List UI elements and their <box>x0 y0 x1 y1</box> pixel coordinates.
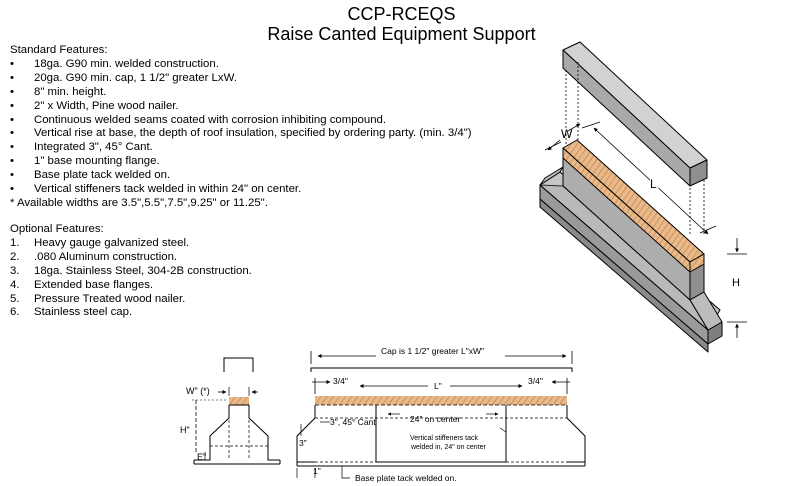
bullet-icon: • <box>10 99 14 112</box>
feature-text: 18ga. G90 min. welded construction. <box>34 57 219 70</box>
list-item: 6. Stainless steel cap. <box>10 306 252 320</box>
iso-dim-w <box>544 123 581 151</box>
iso-w-label: W <box>561 127 573 141</box>
item-number: 5. <box>10 292 20 305</box>
isometric-view <box>539 41 723 353</box>
item-number: 6. <box>10 306 20 319</box>
feature-text: 18ga. Stainless Steel, 304-2B constructi… <box>34 264 252 277</box>
list-item: • 8" min. height. <box>10 86 472 100</box>
list-item: 4. Extended base flanges. <box>10 279 252 293</box>
feature-text: Vertical stiffeners tack welded in withi… <box>34 183 302 196</box>
optional-features-list: Optional Features: 1. Heavy gauge galvani… <box>10 223 252 320</box>
feature-text: 20ga. G90 min. cap, 1 1/2" greater LxW. <box>34 71 237 84</box>
bullet-icon: • <box>10 113 14 126</box>
iso-dim-l <box>581 121 717 235</box>
list-item: • 1" base mounting flange. <box>10 155 472 169</box>
cant-label: 3", 45° Cant <box>330 417 376 427</box>
list-item: 3. 18ga. Stainless Steel, 304-2B construc… <box>10 265 252 279</box>
standard-features-heading: Standard Features: <box>10 44 108 56</box>
left-offset-label: 3/4" <box>333 376 348 386</box>
list-item: 5. Pressure Treated wood nailer. <box>10 293 252 307</box>
stiffener-note-2: welded in, 24" on center <box>410 444 487 451</box>
widths-note: * Available widths are 3.5",5.5",7.5",9.… <box>10 196 268 209</box>
bullet-icon: • <box>10 183 14 196</box>
cap-label: Cap is 1 1/2" greater L"xW" <box>381 346 484 356</box>
stiffener-note-1: Vertical stiffeners tack <box>410 435 478 442</box>
feature-text: Extended base flanges. <box>34 278 154 291</box>
feature-text: Stainless steel cap. <box>34 306 133 319</box>
feature-text: Integrated 3", 45° Cant. <box>34 141 153 154</box>
feature-text: 1" base mounting flange. <box>34 155 160 168</box>
item-number: 4. <box>10 278 20 291</box>
list-item: 1. Heavy gauge galvanized steel. <box>10 237 252 251</box>
base-plate-label: Base plate tack welded on. <box>355 473 457 483</box>
feature-text: Vertical rise at base, the depth of roof… <box>34 127 472 140</box>
feature-text: Pressure Treated wood nailer. <box>34 292 186 305</box>
feature-text: Base plate tack welded on. <box>34 169 171 182</box>
list-item: • Continuous welded seams coated with cor… <box>10 114 472 128</box>
iso-l-label-bg: █ <box>650 175 659 190</box>
feature-text: Continuous welded seams coated with corr… <box>34 113 387 126</box>
iso-dim-h <box>727 238 747 338</box>
cant-height-label: 3" <box>299 438 307 448</box>
iso-h-label: H <box>732 277 740 289</box>
bullet-icon: • <box>10 155 14 168</box>
feature-text: 2" x Width, Pine wood nailer. <box>34 99 179 112</box>
spacing-label: 24" on center <box>410 414 460 424</box>
feature-text: 8" min. height. <box>34 85 107 98</box>
feature-text: .080 Aluminum construction. <box>34 250 178 263</box>
item-number: 3. <box>10 264 20 277</box>
side-w-label: W" (*) <box>186 386 210 396</box>
list-item: • 18ga. G90 min. welded construction. <box>10 58 472 72</box>
list-item: • Base plate tack welded on. <box>10 169 472 183</box>
list-item: • 2" x Width, Pine wood nailer. <box>10 100 472 114</box>
item-number: 2. <box>10 250 20 263</box>
iso-l-label: L <box>650 177 657 191</box>
list-item: • Vertical stiffeners tack welded in with… <box>10 183 472 197</box>
optional-features-heading: Optional Features: <box>10 223 104 235</box>
bullet-icon: • <box>10 85 14 98</box>
list-item: 2. .080 Aluminum construction. <box>10 251 252 265</box>
side-e-label: E" <box>197 452 206 462</box>
page-title: CCP-RCEQS <box>347 4 456 24</box>
feature-text: Heavy gauge galvanized steel. <box>34 236 190 249</box>
list-item: • Vertical rise at base, the depth of roo… <box>10 127 472 141</box>
standard-features-list: Standard Features: • 18ga. G90 min. welde… <box>10 44 472 211</box>
side-h-label: H" <box>180 425 190 435</box>
front-section <box>296 351 586 479</box>
bullet-icon: • <box>10 169 14 182</box>
flange-label: 1" <box>313 466 321 476</box>
list-item: • 20ga. G90 min. cap, 1 1/2" greater LxW. <box>10 72 472 86</box>
right-offset-label: 3/4" <box>528 376 543 386</box>
item-number: 1. <box>10 236 20 249</box>
length-label: L" <box>434 381 442 391</box>
page-subtitle: Raise Canted Equipment Support <box>267 24 536 44</box>
side-section <box>192 357 281 465</box>
bullet-icon: • <box>10 127 14 140</box>
bullet-icon: • <box>10 71 14 84</box>
bullet-icon: • <box>10 57 14 70</box>
list-item: • Integrated 3", 45° Cant. <box>10 141 472 155</box>
bullet-icon: • <box>10 141 14 154</box>
